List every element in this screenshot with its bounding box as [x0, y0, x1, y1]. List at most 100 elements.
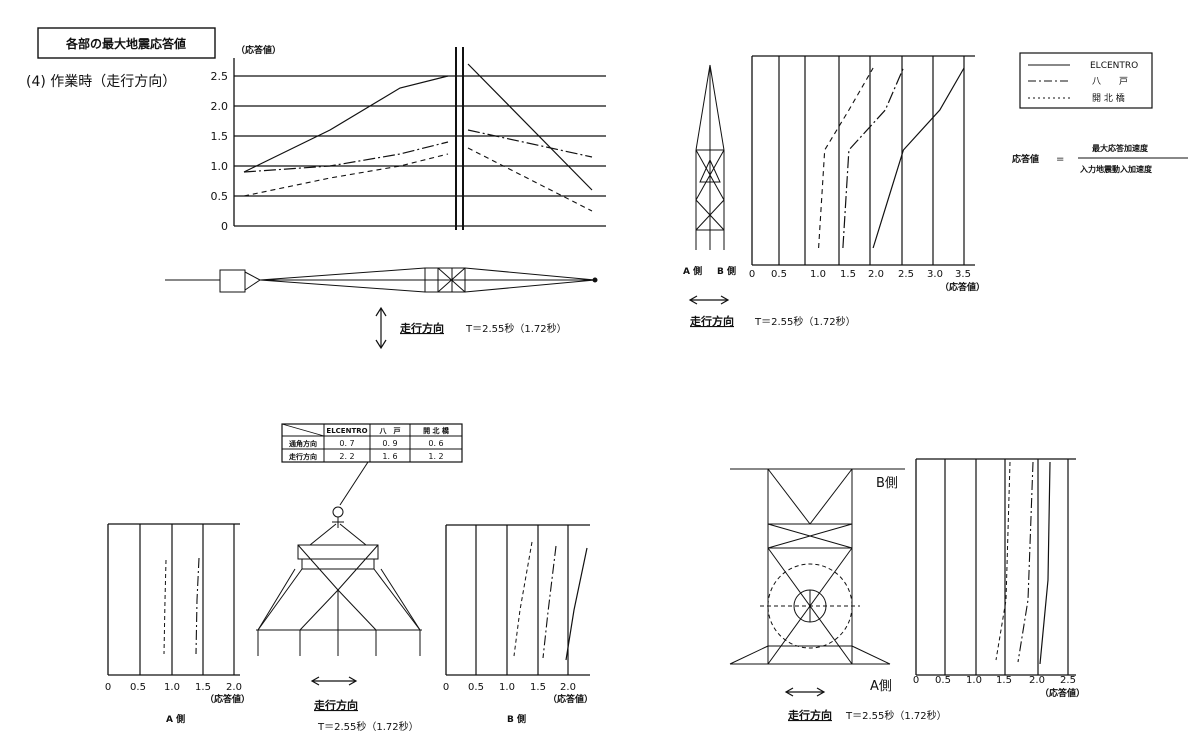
table-cell: 通角方向	[289, 439, 317, 448]
chart2-xtick: 0.5	[771, 269, 787, 280]
chart1-period: T＝2.55秒（1.72秒）	[465, 322, 567, 335]
table-cell: 0. 7	[339, 439, 354, 448]
formula: 応答値 = 最大応答加速度 入力地震動入加速度	[1012, 143, 1188, 174]
chart3-left-xtick: 2.0	[226, 682, 242, 693]
chart4-tower-drawing	[729, 468, 905, 665]
chart2-xtick: 0	[749, 269, 755, 280]
chart4-xtick: 0.5	[935, 675, 951, 686]
chart1-series-hachinohe-left	[243, 141, 449, 173]
chart4-xticks: 0 0.5 1.0 1.5 2.0 2.5	[913, 675, 1076, 686]
chart2-xticks: 0 0.5 1.0 1.5 2.0 2.5 3.0 3.5	[749, 269, 971, 280]
chart1: （応答値） 2.5 2.0 1.5 1.0 0.5 0	[165, 44, 606, 350]
chart2-direction-label: 走行方向	[689, 314, 734, 328]
chart2-a-side: A 側	[683, 265, 702, 277]
chart1-ytick: 1.5	[211, 130, 229, 143]
chart3-left-series-dashed	[163, 559, 167, 655]
chart3-crane-drawing	[256, 506, 422, 656]
chart4-a-side: A側	[870, 679, 892, 694]
legend-label-kaihoku: 開 北 橋	[1092, 92, 1125, 104]
chart3-left-xtick: 1.0	[164, 682, 180, 693]
chart3-right-xtick: 2.0	[560, 682, 576, 693]
table-cell: 0. 6	[428, 439, 443, 448]
chart1-ytick: 2.5	[211, 70, 229, 83]
chart1-ytick: 1.0	[211, 160, 229, 173]
chart2-series-kaihoku	[818, 67, 874, 249]
table-header: ELCENTRO	[326, 427, 367, 435]
chart2-xtick: 3.5	[955, 269, 971, 280]
chart3-b-side: B 側	[507, 713, 526, 725]
box-title: 各部の最大地震応答値	[65, 36, 186, 51]
chart3-right-xticks: 0 0.5 1.0 1.5 2.0	[443, 682, 576, 693]
chart3-right-xtick: 0	[443, 682, 449, 693]
chart1-series-kaihoku-right	[467, 147, 593, 212]
table-header: 八 戸	[379, 427, 401, 435]
chart1-direction-arrow	[375, 306, 387, 350]
chart3-a-side: A 側	[166, 713, 185, 725]
chart4-gridlines	[944, 459, 1069, 675]
chart1-series-hachinohe-right	[467, 129, 593, 158]
table-cell: 2. 2	[339, 452, 354, 461]
table-cell: 走行方向	[289, 452, 317, 461]
chart4-series-dashdot	[1017, 461, 1034, 663]
chart2-tower-drawing	[695, 64, 725, 250]
legend-box	[1019, 52, 1153, 109]
chart3-summary-table: ELCENTRO 八 戸 開 北 橋 通角方向 0. 7 0. 9 0. 6 走…	[281, 423, 463, 463]
chart2-xunit: （応答値）	[940, 281, 985, 293]
chart1-gridlines	[234, 75, 606, 197]
chart4-xtick: 2.0	[1029, 675, 1045, 686]
formula-denominator: 入力地震動入加速度	[1079, 164, 1153, 174]
table-cell: 1. 6	[382, 452, 397, 461]
chart1-series-elcentro-right	[467, 63, 593, 191]
chart2-series-elcentro	[872, 67, 965, 249]
chart2-xtick: 1.5	[840, 269, 856, 280]
formula-numerator: 最大応答加速度	[1092, 143, 1149, 153]
chart3-period: T＝2.55秒（1.72秒）	[317, 720, 419, 733]
chart3-direction-arrow	[310, 676, 358, 686]
chart1-ytick: 0	[221, 220, 228, 233]
formula-lhs: 応答値	[1012, 153, 1039, 165]
title-box	[37, 27, 216, 59]
chart3-left-gridlines	[139, 524, 235, 675]
chart1-series-kaihoku-left	[243, 153, 449, 197]
chart3: ELCENTRO 八 戸 開 北 橋 通角方向 0. 7 0. 9 0. 6 走…	[105, 423, 593, 733]
chart4-xunit: （応答値）	[1040, 687, 1085, 699]
table-cell: 0. 9	[382, 439, 397, 448]
chart4-series-solid	[1039, 461, 1051, 665]
chart3-left-xunit: （応答値）	[205, 693, 250, 705]
chart4-b-side: B側	[876, 476, 898, 491]
chart4-xtick: 1.0	[966, 675, 982, 686]
chart3-right-xunit: （応答値）	[548, 693, 593, 705]
chart1-ytick: 0.5	[211, 190, 229, 203]
chart3-right-xtick: 0.5	[468, 682, 484, 693]
chart3-left-xticks: 0 0.5 1.0 1.5 2.0	[105, 682, 242, 693]
chart2-b-side: B 側	[717, 265, 736, 277]
chart1-series-elcentro-left	[243, 75, 449, 173]
chart4-xtick: 0	[913, 675, 919, 686]
chart1-yunit: （応答値）	[236, 44, 281, 56]
chart3-right-xtick: 1.5	[530, 682, 546, 693]
chart3-left-series-dashdot	[195, 557, 200, 655]
legend-label-hachinohe: 八 戸	[1092, 76, 1128, 87]
chart3-left-xtick: 1.5	[195, 682, 211, 693]
legend-label-elcentro: ELCENTRO	[1090, 61, 1138, 71]
chart4-xtick: 1.5	[996, 675, 1012, 686]
chart2: A 側 B 側 0 0.5 1.0 1.5 2.0 2.5 3.0 3.5 （応…	[683, 55, 985, 328]
chart2-series-hachinohe	[842, 67, 904, 249]
chart3-right-xtick: 1.0	[499, 682, 515, 693]
chart2-xtick: 3.0	[927, 269, 943, 280]
chart1-direction-label: 走行方向	[399, 321, 444, 335]
chart3-right-series-solid	[565, 547, 588, 661]
chart4: B側 A側 0 0.5 1.0 1.5 2.0 2.5 （応答値） 走	[729, 458, 1085, 722]
legend: ELCENTRO 八 戸 開 北 橋	[1019, 52, 1153, 109]
chart4-series-dashed	[995, 461, 1011, 661]
chart3-direction-label: 走行方向	[313, 698, 358, 712]
formula-eq: =	[1056, 154, 1064, 165]
chart1-ytick: 2.0	[211, 100, 229, 113]
chart2-direction-arrow	[688, 295, 730, 305]
chart2-xtick: 2.0	[868, 269, 884, 280]
page-subtitle: (4) 作業時（走行方向）	[26, 74, 176, 90]
table-cell: 1. 2	[428, 452, 443, 461]
chart1-boom-drawing	[165, 267, 598, 293]
chart2-xtick: 1.0	[810, 269, 826, 280]
